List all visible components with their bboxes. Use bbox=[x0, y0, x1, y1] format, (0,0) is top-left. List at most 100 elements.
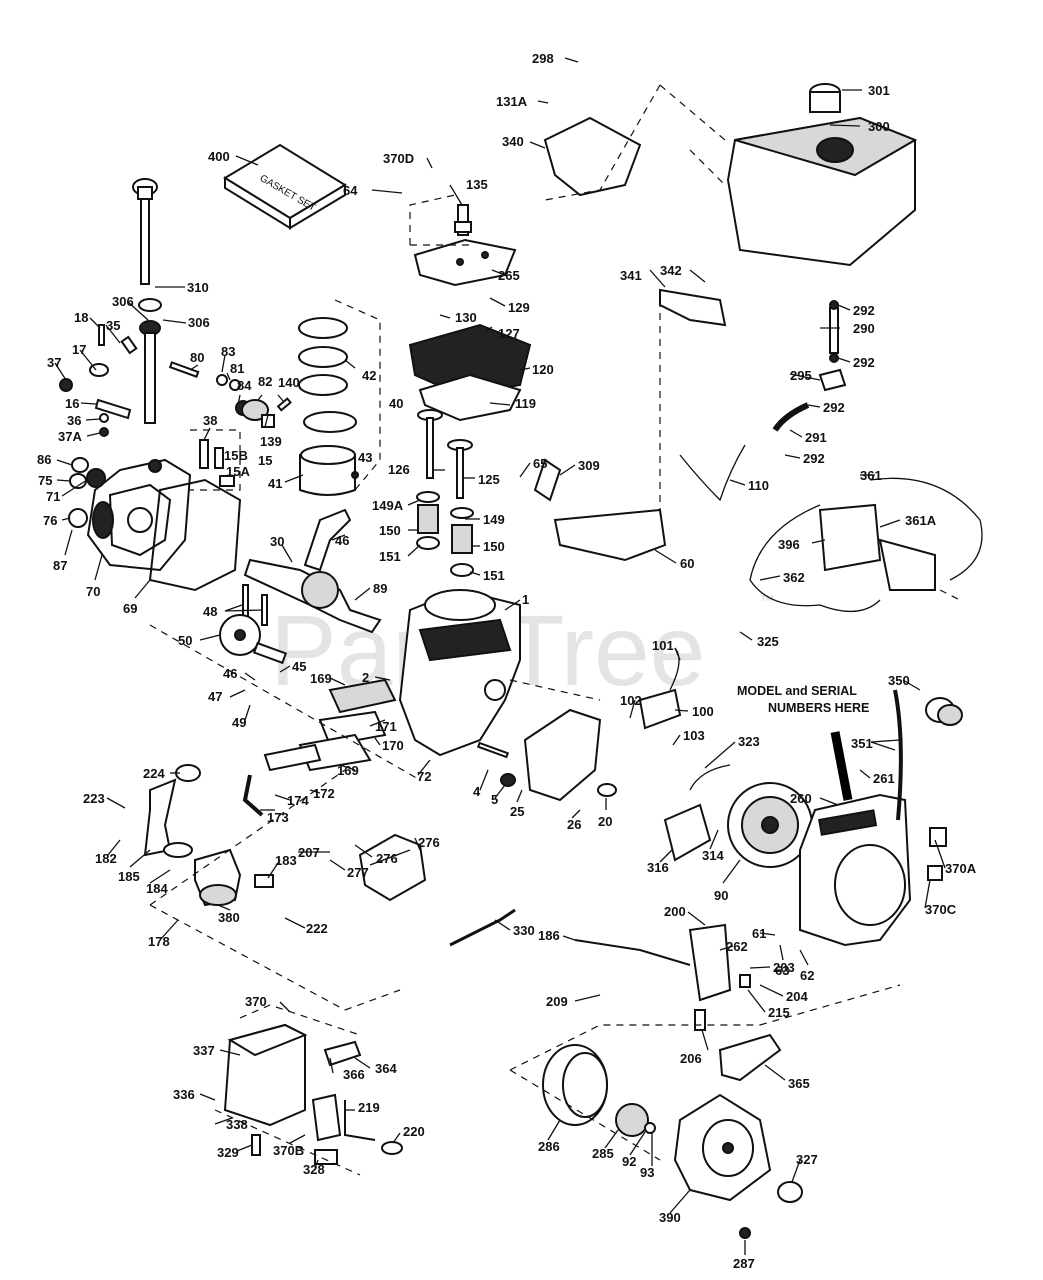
carburetor bbox=[194, 848, 274, 907]
pulley bbox=[615, 1103, 649, 1137]
part-label: 86 bbox=[37, 452, 51, 467]
part-label: 45 bbox=[292, 659, 306, 674]
part-label: 292 bbox=[823, 400, 845, 415]
part-label: 71 bbox=[46, 489, 60, 504]
piston bbox=[299, 445, 359, 496]
part-label: 49 bbox=[232, 715, 246, 730]
part-label: 150 bbox=[379, 523, 401, 538]
part-label: 365 bbox=[788, 1076, 810, 1091]
part-label: 292 bbox=[803, 451, 825, 466]
part-label: 215 bbox=[768, 1005, 790, 1020]
part-label: 183 bbox=[275, 853, 297, 868]
leader-lines bbox=[54, 57, 946, 1255]
intake-manifold bbox=[242, 678, 397, 817]
part-label: 292 bbox=[853, 303, 875, 318]
part-label: 220 bbox=[403, 1124, 425, 1139]
part-label: 15B bbox=[224, 448, 248, 463]
part-label: 185 bbox=[118, 869, 140, 884]
part-label: 173 bbox=[267, 810, 289, 825]
part-label: 370B bbox=[273, 1143, 304, 1158]
part-label: 131A bbox=[496, 94, 528, 109]
part-label: 129 bbox=[508, 300, 530, 315]
carburetor-intake bbox=[143, 764, 201, 858]
part-label: 26 bbox=[567, 817, 581, 832]
part-label: 130 bbox=[455, 310, 477, 325]
part-label: 87 bbox=[53, 558, 67, 573]
part-label: 295 bbox=[790, 368, 812, 383]
sticker-328 bbox=[314, 1149, 338, 1165]
washer-92 bbox=[644, 1122, 656, 1134]
part-label: 15A bbox=[226, 464, 250, 479]
fuel-tank-bracket bbox=[543, 116, 642, 197]
part-label: 36 bbox=[67, 413, 81, 428]
sticker-370a bbox=[929, 827, 947, 847]
air-cleaner-housing bbox=[223, 1023, 308, 1127]
part-label: 396 bbox=[778, 537, 800, 552]
muffler bbox=[358, 833, 427, 902]
part-label: 46 bbox=[223, 666, 237, 681]
part-label: 75 bbox=[38, 473, 52, 488]
part-label: 364 bbox=[375, 1061, 397, 1076]
part-label: 65 bbox=[533, 456, 547, 471]
part-label: 40 bbox=[389, 396, 403, 411]
part-label: 223 bbox=[83, 791, 105, 806]
part-label: 62 bbox=[800, 968, 814, 983]
cylinder-head bbox=[408, 323, 532, 422]
part-label: 222 bbox=[306, 921, 328, 936]
crankcase-cover bbox=[86, 458, 192, 572]
part-label: 186 bbox=[538, 928, 560, 943]
part-label: 291 bbox=[805, 430, 827, 445]
part-label: 60 bbox=[680, 556, 694, 571]
part-label: 17 bbox=[72, 342, 86, 357]
part-label: 43 bbox=[358, 450, 372, 465]
part-label: 41 bbox=[268, 476, 282, 491]
part-label: 207 bbox=[298, 845, 320, 860]
part-label: 140 bbox=[278, 375, 300, 390]
part-label: 276 bbox=[418, 835, 440, 850]
dipstick-tube bbox=[132, 178, 158, 285]
baffle-shroud bbox=[533, 458, 667, 562]
part-label: 38 bbox=[203, 413, 217, 428]
gasket-set-box: GASKET SET bbox=[223, 143, 347, 230]
screw-329 bbox=[251, 1134, 261, 1156]
part-label: 361 bbox=[860, 468, 882, 483]
part-label: 209 bbox=[546, 994, 568, 1009]
part-label: 341 bbox=[620, 268, 642, 283]
part-label: 292 bbox=[853, 355, 875, 370]
part-label: 290 bbox=[853, 321, 875, 336]
part-label: 120 bbox=[532, 362, 554, 377]
control-bracket bbox=[688, 923, 751, 1031]
part-label: 184 bbox=[146, 881, 168, 896]
part-label: 82 bbox=[258, 374, 272, 389]
part-label: 325 bbox=[757, 634, 779, 649]
part-label: 37A bbox=[58, 429, 82, 444]
part-label: 309 bbox=[578, 458, 600, 473]
part-label: 361A bbox=[905, 513, 937, 528]
part-label: 172 bbox=[313, 786, 335, 801]
part-label: 35 bbox=[106, 318, 120, 333]
part-label: 310 bbox=[187, 280, 209, 295]
part-label: 100 bbox=[692, 704, 714, 719]
part-label: 316 bbox=[647, 860, 669, 875]
seal bbox=[68, 508, 88, 528]
part-label: 151 bbox=[483, 568, 505, 583]
part-label: 18 bbox=[74, 310, 88, 325]
part-label: 300 bbox=[868, 119, 890, 134]
part-label: 204 bbox=[786, 989, 808, 1004]
dipstick bbox=[139, 320, 161, 424]
watermark-tm: ™ bbox=[760, 592, 774, 608]
part-label: 224 bbox=[143, 766, 165, 781]
valves bbox=[417, 409, 473, 499]
valve-cover-plate bbox=[413, 204, 517, 287]
governor-gear-assembly bbox=[168, 361, 292, 428]
governor-hardware bbox=[59, 324, 138, 437]
fuel-tank bbox=[726, 83, 918, 267]
part-label: 328 bbox=[303, 1162, 325, 1177]
part-label: 350 bbox=[888, 673, 910, 688]
part-label: 174 bbox=[287, 793, 309, 808]
part-label: 301 bbox=[868, 83, 890, 98]
part-label: 135 bbox=[466, 177, 488, 192]
sticker-370c bbox=[927, 865, 943, 881]
part-label: 366 bbox=[343, 1067, 365, 1082]
